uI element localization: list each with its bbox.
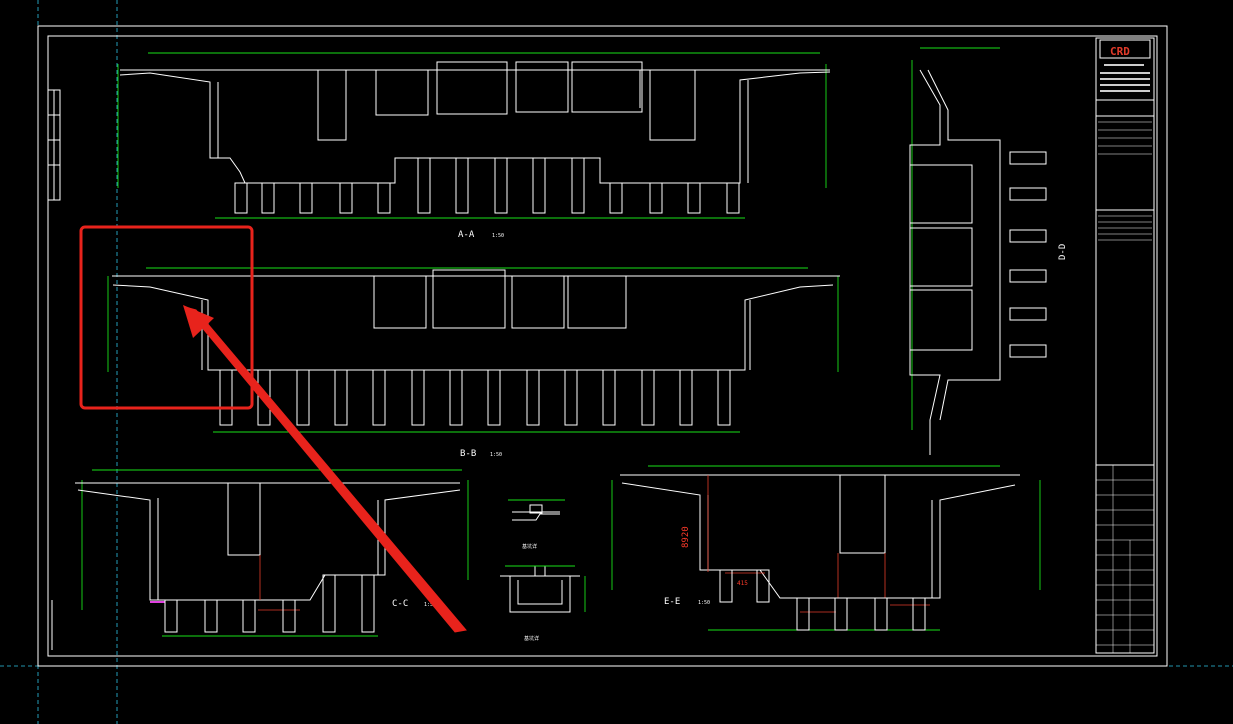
section-aa-drawing — [117, 52, 831, 219]
section-aa-title: A-A — [458, 230, 475, 240]
company-logo: CRD — [1110, 45, 1130, 58]
section-ee-drawing — [611, 465, 1041, 631]
left-margin-table — [47, 89, 61, 650]
section-ee-title: E-E — [664, 597, 680, 607]
sheet-frame — [37, 25, 1168, 667]
section-cc-scale: 1:50 — [424, 602, 436, 608]
section-bb-scale: 1:50 — [490, 452, 502, 458]
section-bb-drawing — [107, 267, 840, 433]
detail-1-title: 基坑详 — [522, 543, 537, 550]
section-cc-title: C-C — [392, 599, 408, 609]
section-ee-scale: 1:50 — [698, 600, 710, 606]
section-aa-scale: 1:50 — [492, 233, 504, 239]
detail-2-title: 基坑详 — [524, 635, 539, 642]
section-dd-title: D-D — [1058, 244, 1068, 260]
detail-drawings — [500, 499, 586, 613]
highlight-box — [79, 225, 254, 410]
annotation-arrow — [183, 305, 467, 633]
ee-small-dimension: 415 — [737, 580, 748, 587]
section-bb-title: B-B — [460, 449, 476, 459]
section-cc-drawing — [75, 469, 469, 637]
ee-height-dimension: 8920 — [681, 526, 691, 548]
title-block — [1095, 37, 1155, 654]
section-dd-drawing — [909, 47, 1047, 455]
